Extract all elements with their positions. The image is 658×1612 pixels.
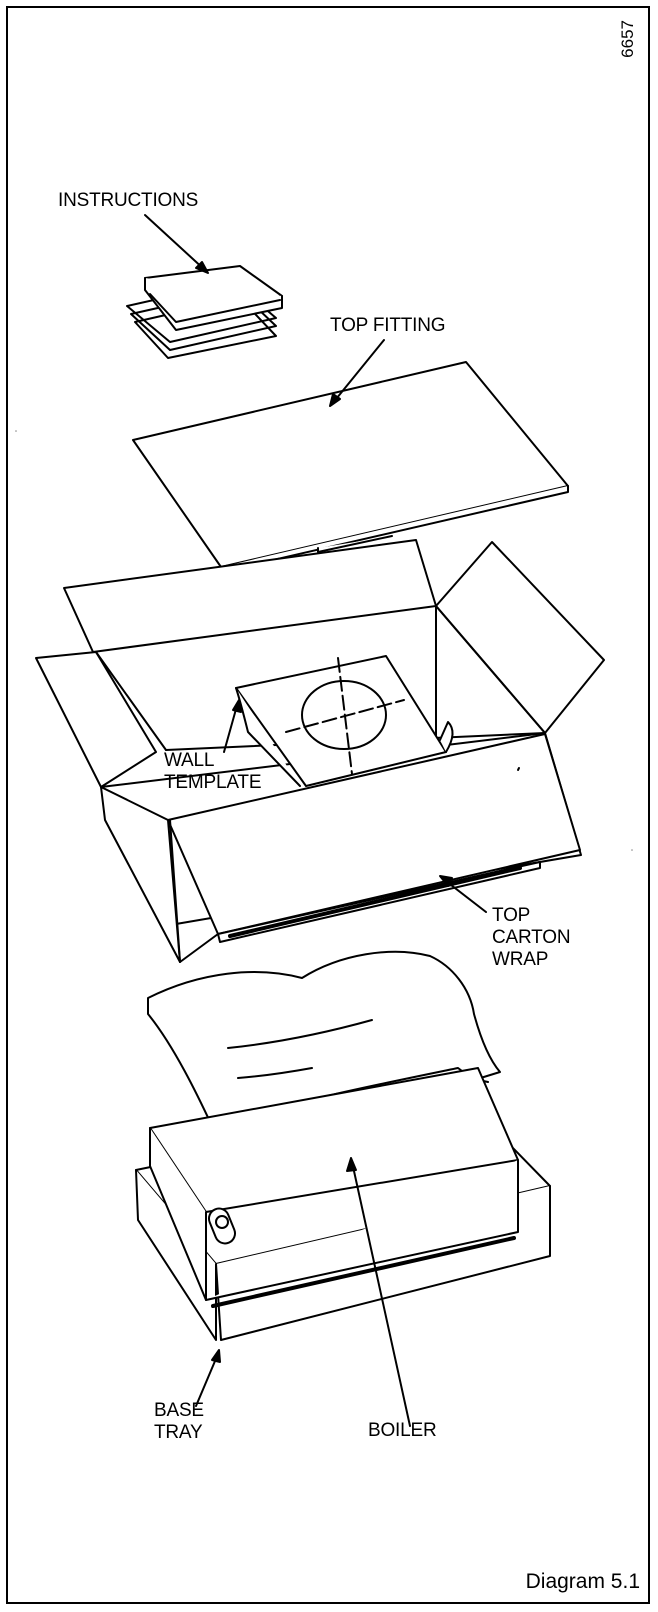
wall-template-sheet (235, 655, 454, 787)
top-fitting-leader (331, 339, 385, 405)
top-fitting-arrowhead (329, 393, 341, 407)
instructions-arrowhead (195, 261, 209, 274)
diagram-frame (6, 6, 650, 1604)
top-fitting-board (132, 361, 569, 573)
label-top-fitting: TOP FITTING (330, 315, 446, 336)
label-top-carton-wrap: TOP CARTON WRAP (492, 905, 571, 970)
label-base-tray: BASE TRAY (154, 1400, 204, 1443)
top-carton (35, 539, 605, 963)
base-tray-arrowhead (211, 1349, 221, 1363)
instructions-leader (144, 214, 207, 272)
boiler-arrowhead (346, 1157, 357, 1172)
label-instructions: INSTRUCTIONS (58, 190, 199, 211)
boiler-casing (149, 1067, 519, 1308)
label-boiler: BOILER (368, 1420, 437, 1441)
diagram-caption: Diagram 5.1 (525, 1570, 640, 1593)
base-tray-leader (195, 1353, 219, 1407)
wall-template-arrowhead (232, 699, 242, 713)
reference-number: 6657 (618, 20, 637, 58)
boiler-leader (351, 1161, 411, 1427)
instructions-booklets (126, 265, 283, 359)
top-carton-wrap-arrowhead (439, 875, 453, 887)
label-wall-template: WALL TEMPLATE (164, 750, 262, 793)
